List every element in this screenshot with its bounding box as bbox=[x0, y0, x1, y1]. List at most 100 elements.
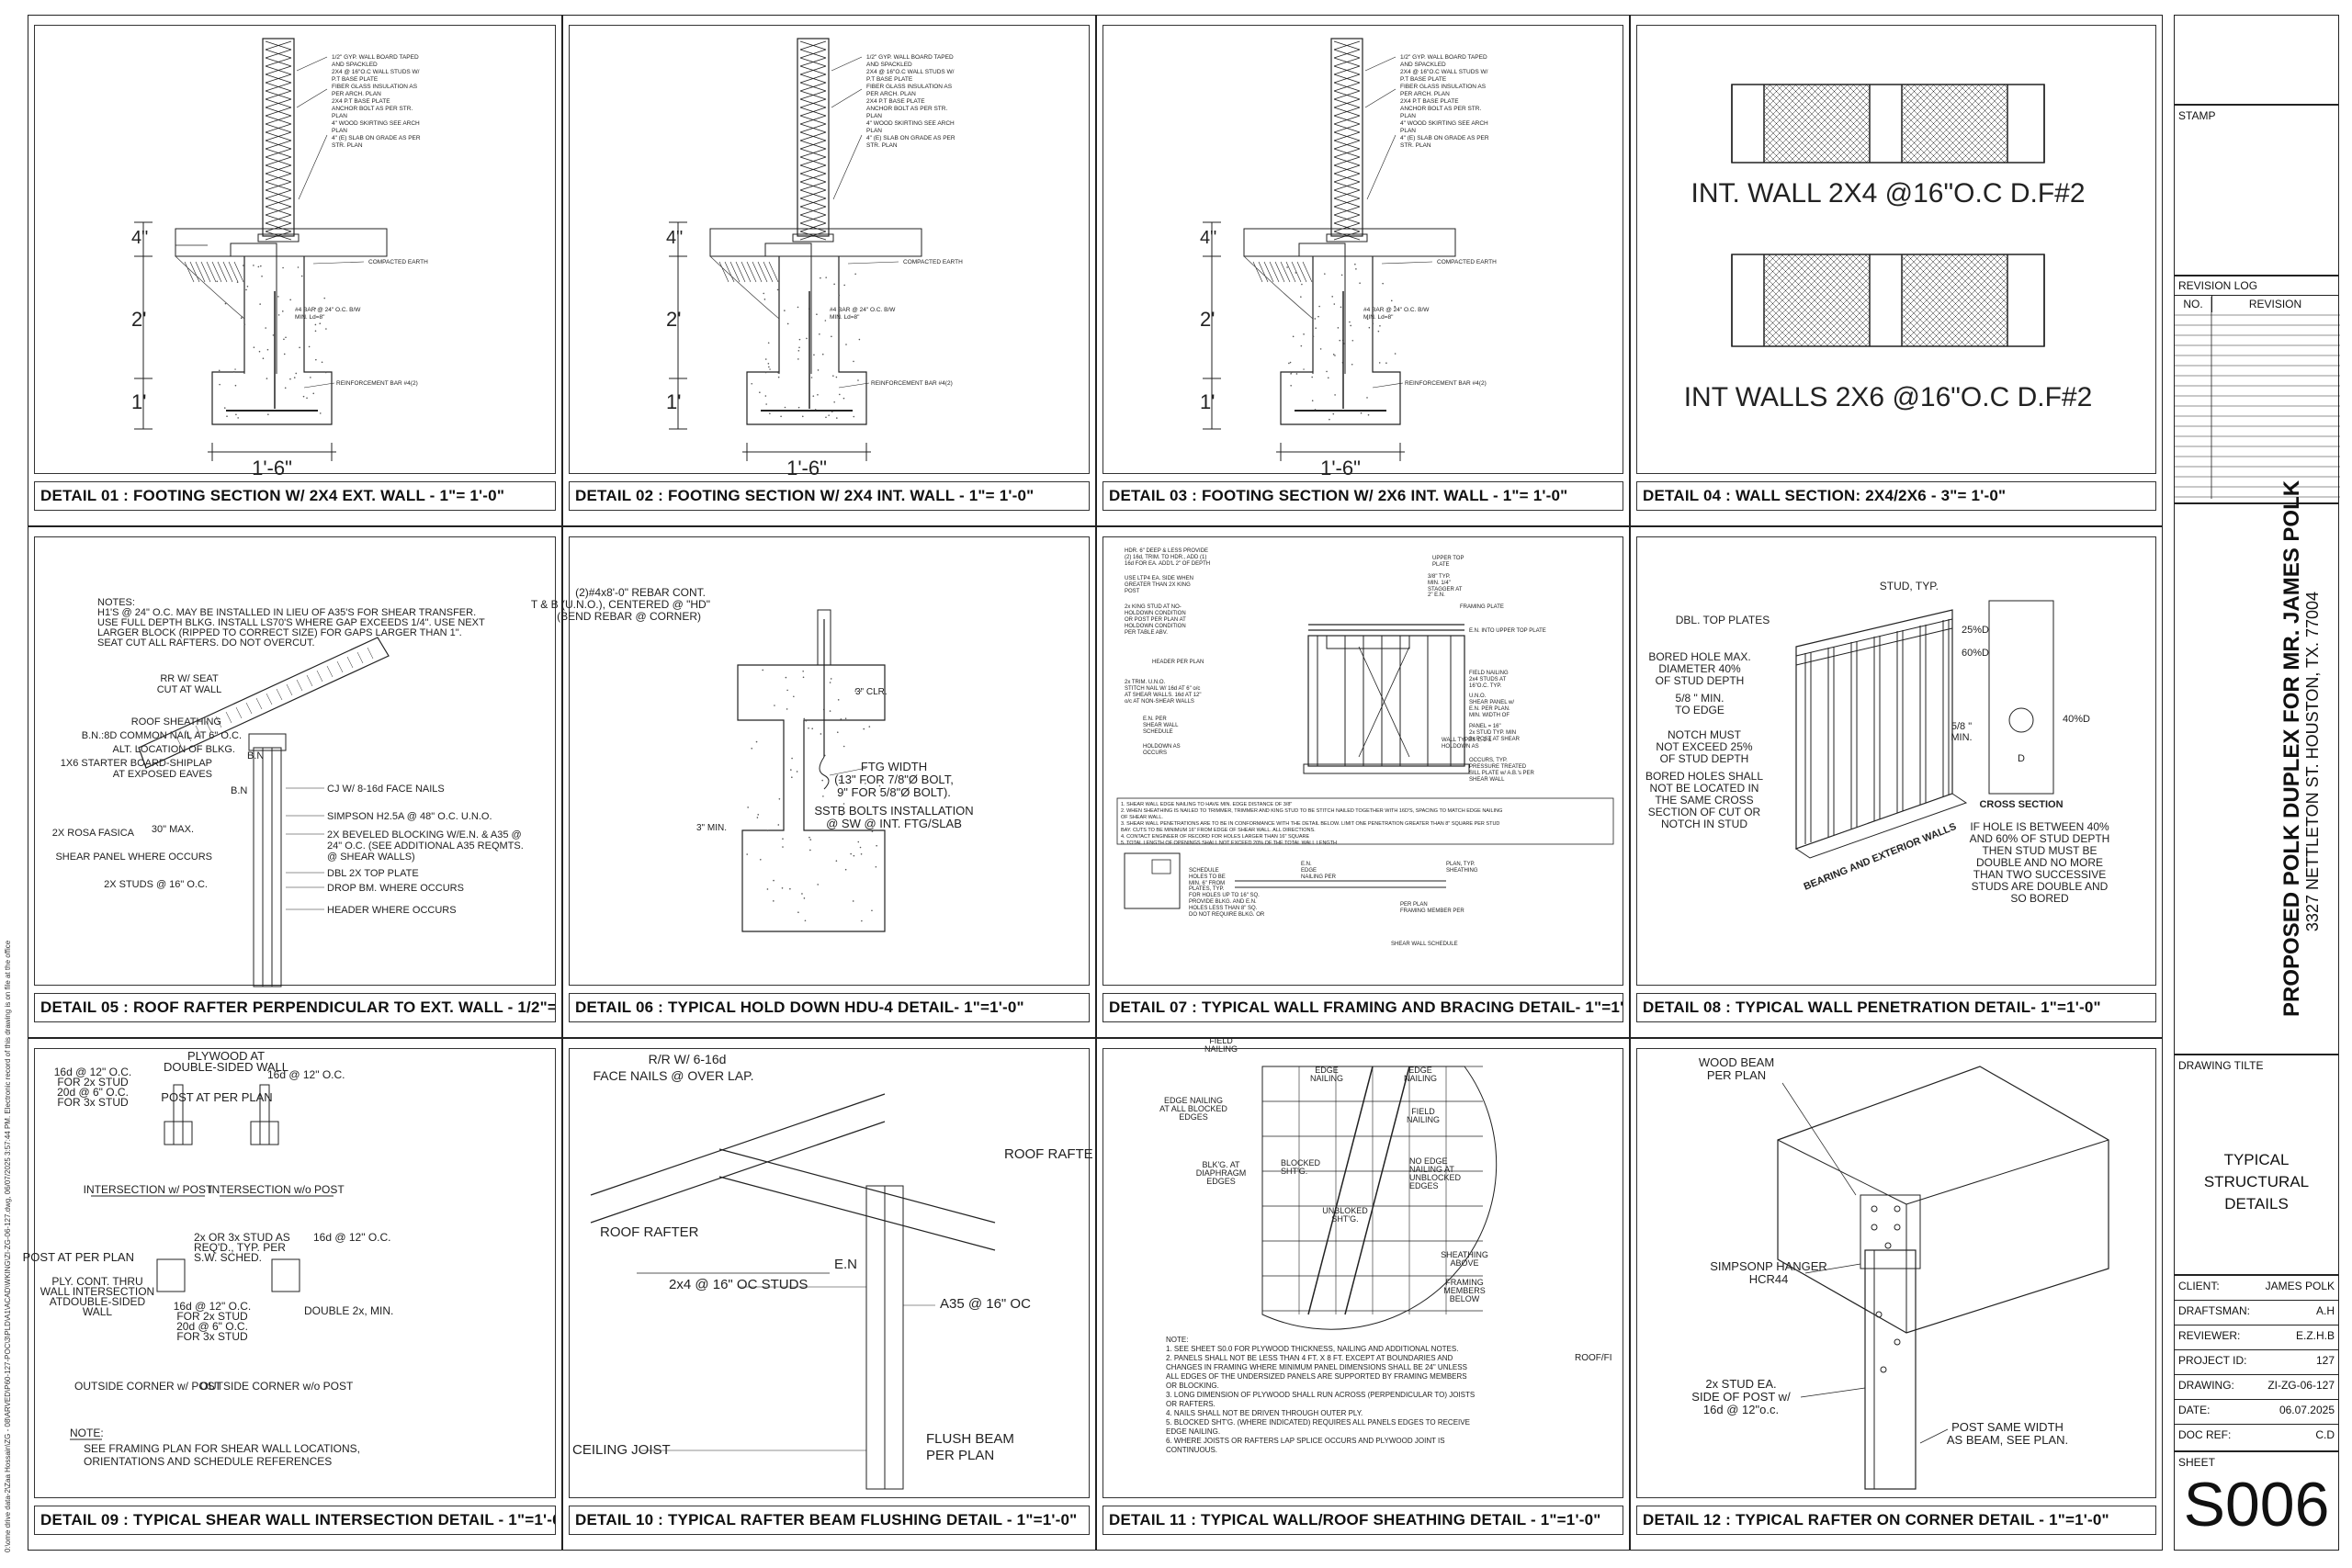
sheathing-note: NOTE: bbox=[1166, 1336, 1188, 1344]
drawing-rect bbox=[263, 39, 294, 236]
drawing-title-line: DETAILS bbox=[2175, 1193, 2338, 1215]
concrete-dot bbox=[1290, 385, 1292, 387]
framing-note: 2x STUD TYP. MIN bbox=[1469, 730, 1516, 736]
detail-caption: DETAIL 02 : FOOTING SECTION W/ 2X4 INT. … bbox=[569, 481, 1090, 511]
label: (13" FOR 7/8"Ø BOLT, bbox=[834, 773, 954, 786]
concrete-dot bbox=[266, 378, 268, 379]
drawing-line bbox=[1902, 85, 1979, 163]
drawing-line bbox=[1764, 254, 1770, 261]
label: STUDS ARE DOUBLE AND bbox=[1972, 880, 2109, 893]
revision-no-header: NO. bbox=[2175, 296, 2212, 312]
concrete-dot bbox=[780, 416, 782, 418]
framing-note: PLATE bbox=[1432, 562, 1450, 568]
concrete-dot bbox=[1301, 345, 1303, 347]
concrete-dot bbox=[768, 367, 770, 368]
framing-note: HOLDOWN AS bbox=[1143, 744, 1181, 750]
drawing-line bbox=[1906, 1140, 2109, 1204]
detail-cell-d02: DETAIL 02 : FOOTING SECTION W/ 2X4 INT. … bbox=[562, 15, 1096, 526]
framing-note: SHEATHING bbox=[1446, 868, 1478, 874]
label: 5/8 " bbox=[1951, 721, 1972, 732]
framing-note: 2" E.N. bbox=[1428, 592, 1445, 598]
nail-hole bbox=[1894, 1224, 1900, 1230]
dim-4in: 4" bbox=[666, 228, 683, 248]
sheathing-note: 3. LONG DIMENSION OF PLYWOOD SHALL RUN A… bbox=[1166, 1391, 1475, 1399]
concrete-dot bbox=[1369, 327, 1371, 329]
label: SHT'G. bbox=[1331, 1214, 1358, 1224]
drawing-line bbox=[1764, 156, 1770, 163]
drawing-rect bbox=[866, 1186, 885, 1489]
drawing-line bbox=[1902, 254, 1947, 299]
reinf-label: REINFORCEMENT BAR #4(2) bbox=[1405, 380, 1487, 387]
drawing-line bbox=[1764, 85, 1809, 130]
label: RR W/ SEAT bbox=[160, 673, 219, 684]
concrete-dot bbox=[267, 349, 269, 351]
label: 30" MAX. bbox=[152, 824, 194, 835]
drawing-label: HEADER WHERE OCCURS bbox=[327, 905, 457, 916]
framing-note: GREATER THAN 2X KING bbox=[1125, 582, 1191, 588]
drawing-line bbox=[1902, 137, 1928, 163]
concrete-dot bbox=[809, 839, 811, 840]
label: EDGES bbox=[1409, 1181, 1439, 1190]
framing-note: 16d FOR EA. ADD'L 2" OF DEPTH bbox=[1125, 561, 1210, 567]
detail-drawing-d05: NOTES:H1'S @ 24" O.C. MAY BE INSTALLED I… bbox=[28, 527, 563, 991]
concrete-dot bbox=[746, 853, 748, 855]
drawing-line bbox=[763, 262, 773, 282]
detail-cell-d11: DETAIL 11 : TYPICAL WALL/ROOF SHEATHING … bbox=[1096, 1038, 1630, 1551]
label: INTERSECTION w/ POST bbox=[84, 1183, 213, 1196]
drawing-label: 2X BEVELED BLOCKING W/E.N. & A35 @ bbox=[327, 829, 522, 840]
drawing-line bbox=[1764, 254, 1854, 344]
drawing-line bbox=[1764, 263, 1848, 346]
detail-cell-d05: DETAIL 05 : ROOF RAFTER PERPENDICULAR TO… bbox=[28, 526, 562, 1038]
concrete-dot bbox=[315, 324, 317, 326]
concrete-dot bbox=[861, 853, 863, 855]
concrete-dot bbox=[825, 320, 827, 321]
detail-cell-d06: DETAIL 06 : TYPICAL HOLD DOWN HDU-4 DETA… bbox=[562, 526, 1096, 1038]
concrete-dot bbox=[798, 350, 800, 352]
drawing-line bbox=[839, 383, 869, 388]
concrete-dot bbox=[253, 265, 254, 266]
concrete-dot bbox=[811, 728, 813, 729]
concrete-dot bbox=[853, 361, 854, 363]
sheathing-note: 2. PANELS SHALL NOT BE LESS THAN 4 FT. X… bbox=[1166, 1354, 1453, 1362]
drawing-line bbox=[1764, 308, 1803, 346]
detail-cell-d10: DETAIL 10 : TYPICAL RAFTER BEAM FLUSHING… bbox=[562, 1038, 1096, 1551]
concrete-dot bbox=[822, 354, 824, 355]
concrete-dot bbox=[756, 741, 758, 743]
framing-note: OCCURS, TYP. bbox=[1469, 758, 1508, 763]
concrete-dot bbox=[322, 361, 323, 363]
drawing-line bbox=[297, 89, 327, 107]
concrete-dot bbox=[854, 273, 856, 275]
drawing-rect bbox=[1732, 85, 2044, 163]
drawing-label: B.N bbox=[231, 785, 247, 796]
drawing-line bbox=[1839, 254, 1870, 285]
concrete-dot bbox=[226, 415, 228, 417]
drawing-line bbox=[1764, 85, 1841, 162]
drawing-label: E.N bbox=[834, 1257, 857, 1272]
concrete-dot bbox=[299, 347, 300, 349]
detail-drawing-d02: 4"2'1'1'-6"1/2" GYP. WALL BOARD TAPEDAND… bbox=[563, 16, 1097, 479]
concrete-dot bbox=[822, 795, 824, 797]
concrete-dot bbox=[325, 328, 327, 330]
compacted-earth-label: COMPACTED EARTH bbox=[368, 259, 428, 265]
concrete-dot bbox=[763, 293, 764, 295]
framing-note: PLATES, TYP. bbox=[1189, 886, 1225, 892]
drawing-line bbox=[1275, 262, 1284, 282]
concrete-dot bbox=[265, 327, 266, 329]
drawing-line bbox=[1782, 1083, 1856, 1195]
rafter-line bbox=[719, 1149, 995, 1223]
framing-note: HOLDOWN CONDITION bbox=[1125, 611, 1186, 616]
framing-note: PROVIDE BLKG. AND E.N. bbox=[1189, 899, 1257, 905]
drawing-line bbox=[218, 262, 227, 282]
label: NOTCH IN STUD bbox=[1661, 818, 1747, 830]
detail-cell-d12: DETAIL 12 : TYPICAL RAFTER ON CORNER DET… bbox=[1630, 1038, 2163, 1551]
label: AT EXPOSED EAVES bbox=[113, 769, 212, 780]
stamp-label: STAMP bbox=[2175, 106, 2338, 126]
framing-note: UPPER TOP bbox=[1432, 556, 1464, 561]
drawing-line bbox=[1820, 297, 1870, 346]
detail-drawing-d01: 4"2'1'1'-6"1/2" GYP. WALL BOARD TAPEDAND… bbox=[28, 16, 563, 479]
concrete-dot bbox=[830, 682, 831, 683]
drawing-line bbox=[1764, 85, 1790, 110]
dim-1ft: 1' bbox=[131, 390, 146, 413]
drawing-line bbox=[1345, 1066, 1409, 1314]
concrete-dot bbox=[785, 407, 786, 409]
